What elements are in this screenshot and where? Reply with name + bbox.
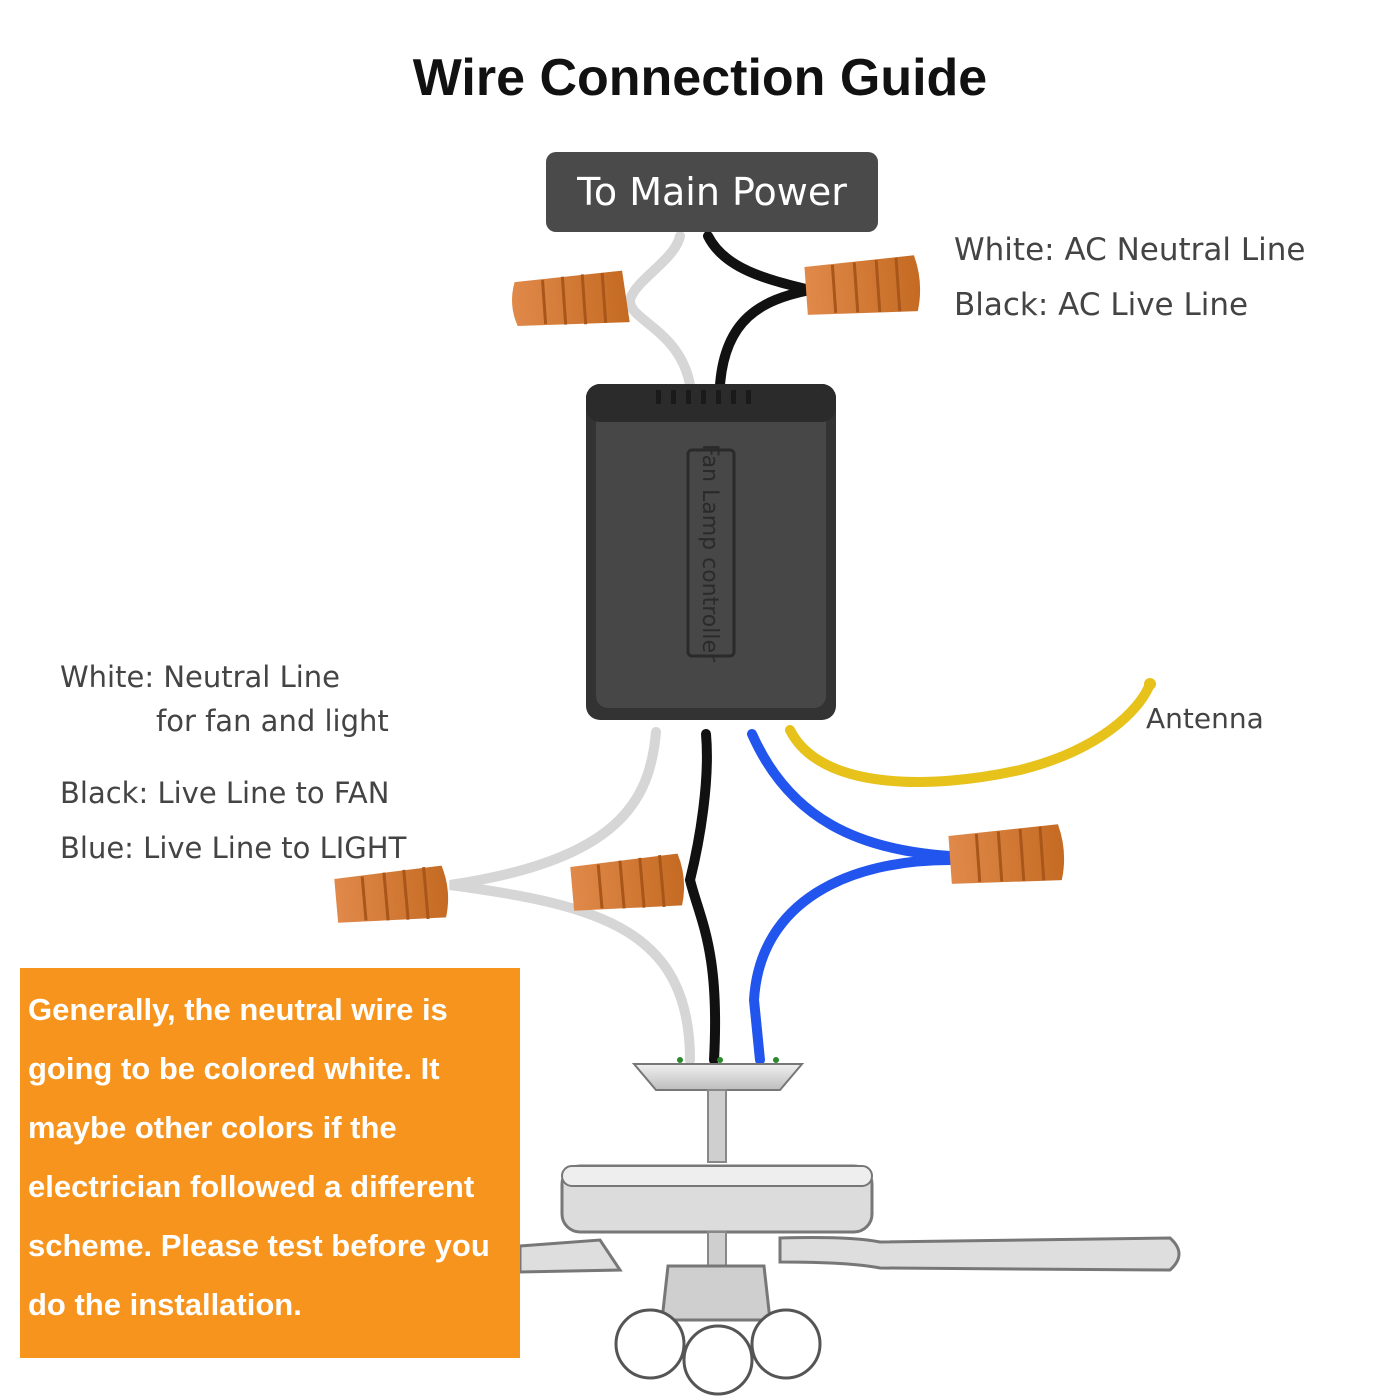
wire-nut-black-top [804,255,921,315]
note-line: going to be colored white. It [28,1051,440,1086]
wire-nut-white-top [512,270,630,326]
label-neutral-fan-light: White: Neutral Line [60,660,341,694]
label-live-light: Blue: Live Line to LIGHT [60,831,407,865]
label-ac-neutral: White: AC Neutral Line [954,232,1306,268]
wire-nut-white-bottom [334,865,449,923]
controller-label: Fan Lamp controller [697,444,722,663]
label-neutral-fan-light-cont: for fan and light [156,704,389,738]
ceiling-fan-icon [518,1057,1181,1396]
wire-nut-blue [948,824,1065,884]
note-line: Generally, the neutral wire is [28,992,448,1027]
installation-note: Generally, the neutral wire is going to … [20,968,520,1358]
fan-lamp-controller: Fan Lamp controller [586,384,836,720]
antenna-wire [785,679,1155,787]
black-wire-mains [703,231,812,390]
blue-wire-light-upper [747,729,955,861]
page-title: Wire Connection Guide [412,49,988,107]
white-wire-fan-light [449,727,695,1065]
note-line: do the installation. [28,1287,302,1322]
white-wire-mains [625,231,695,390]
main-power-label: To Main Power [546,152,878,232]
label-live-fan: Black: Live Line to FAN [60,776,390,810]
note-line: electrician followed a different [28,1169,475,1204]
wire-nut-black-bottom [570,853,685,911]
note-line: maybe other colors if the [28,1110,397,1145]
label-antenna: Antenna [1146,702,1264,735]
black-wire-fan [684,729,721,1065]
label-ac-live: Black: AC Live Line [954,287,1249,323]
blue-wire-light-lower [748,855,955,1065]
note-line: scheme. Please test before you [28,1228,490,1263]
